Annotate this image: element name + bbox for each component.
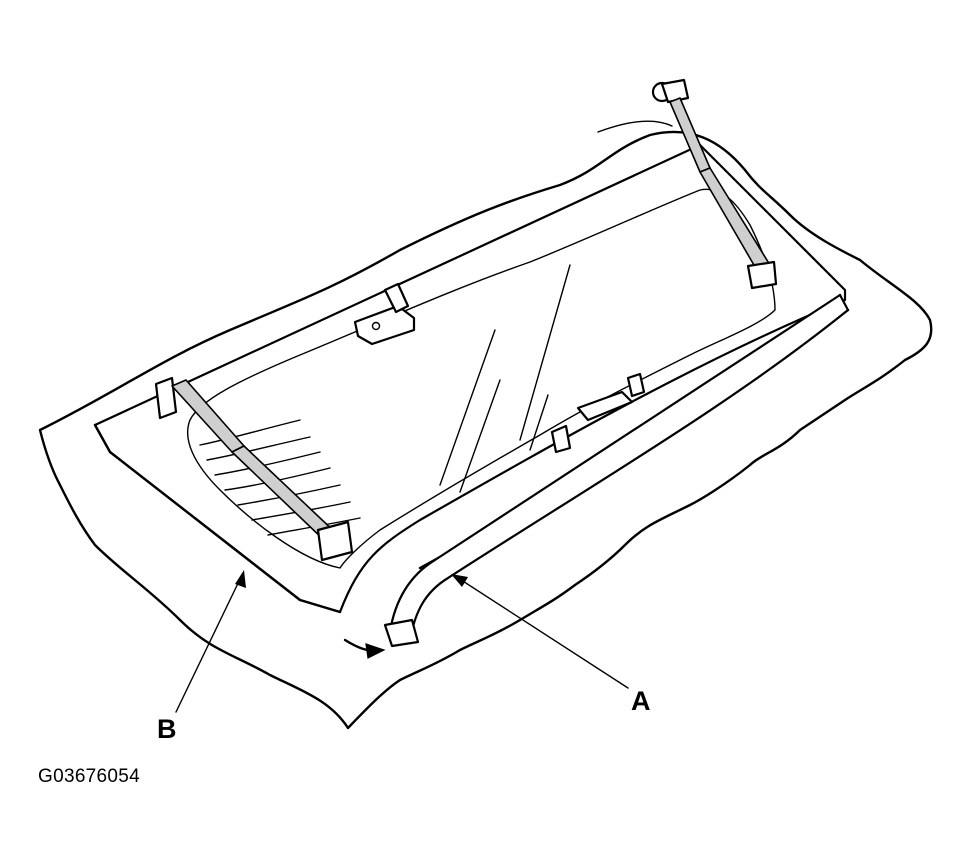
glass-inner-frame: [186, 188, 776, 569]
callout-b-arrowhead: [235, 570, 246, 588]
callout-b-leader: [175, 574, 243, 713]
callout-a-leader: [454, 575, 629, 689]
right-gas-strut: [651, 78, 778, 290]
removal-direction-arrowhead: [365, 643, 386, 659]
callout-b-label: B: [157, 714, 177, 744]
glass-hinge: [353, 282, 416, 346]
left-gas-strut: [154, 376, 354, 562]
protective-blanket: [38, 130, 933, 730]
glass-reflection: [439, 264, 571, 493]
blanket-crease: [597, 120, 673, 133]
molding-strip: [383, 293, 850, 648]
figure-code: G03676054: [38, 766, 141, 787]
glass-panel-edge: [93, 423, 342, 614]
callout-a-arrowhead: [451, 574, 468, 587]
callout-a-label: A: [631, 686, 651, 716]
glass-latch: [550, 372, 646, 454]
